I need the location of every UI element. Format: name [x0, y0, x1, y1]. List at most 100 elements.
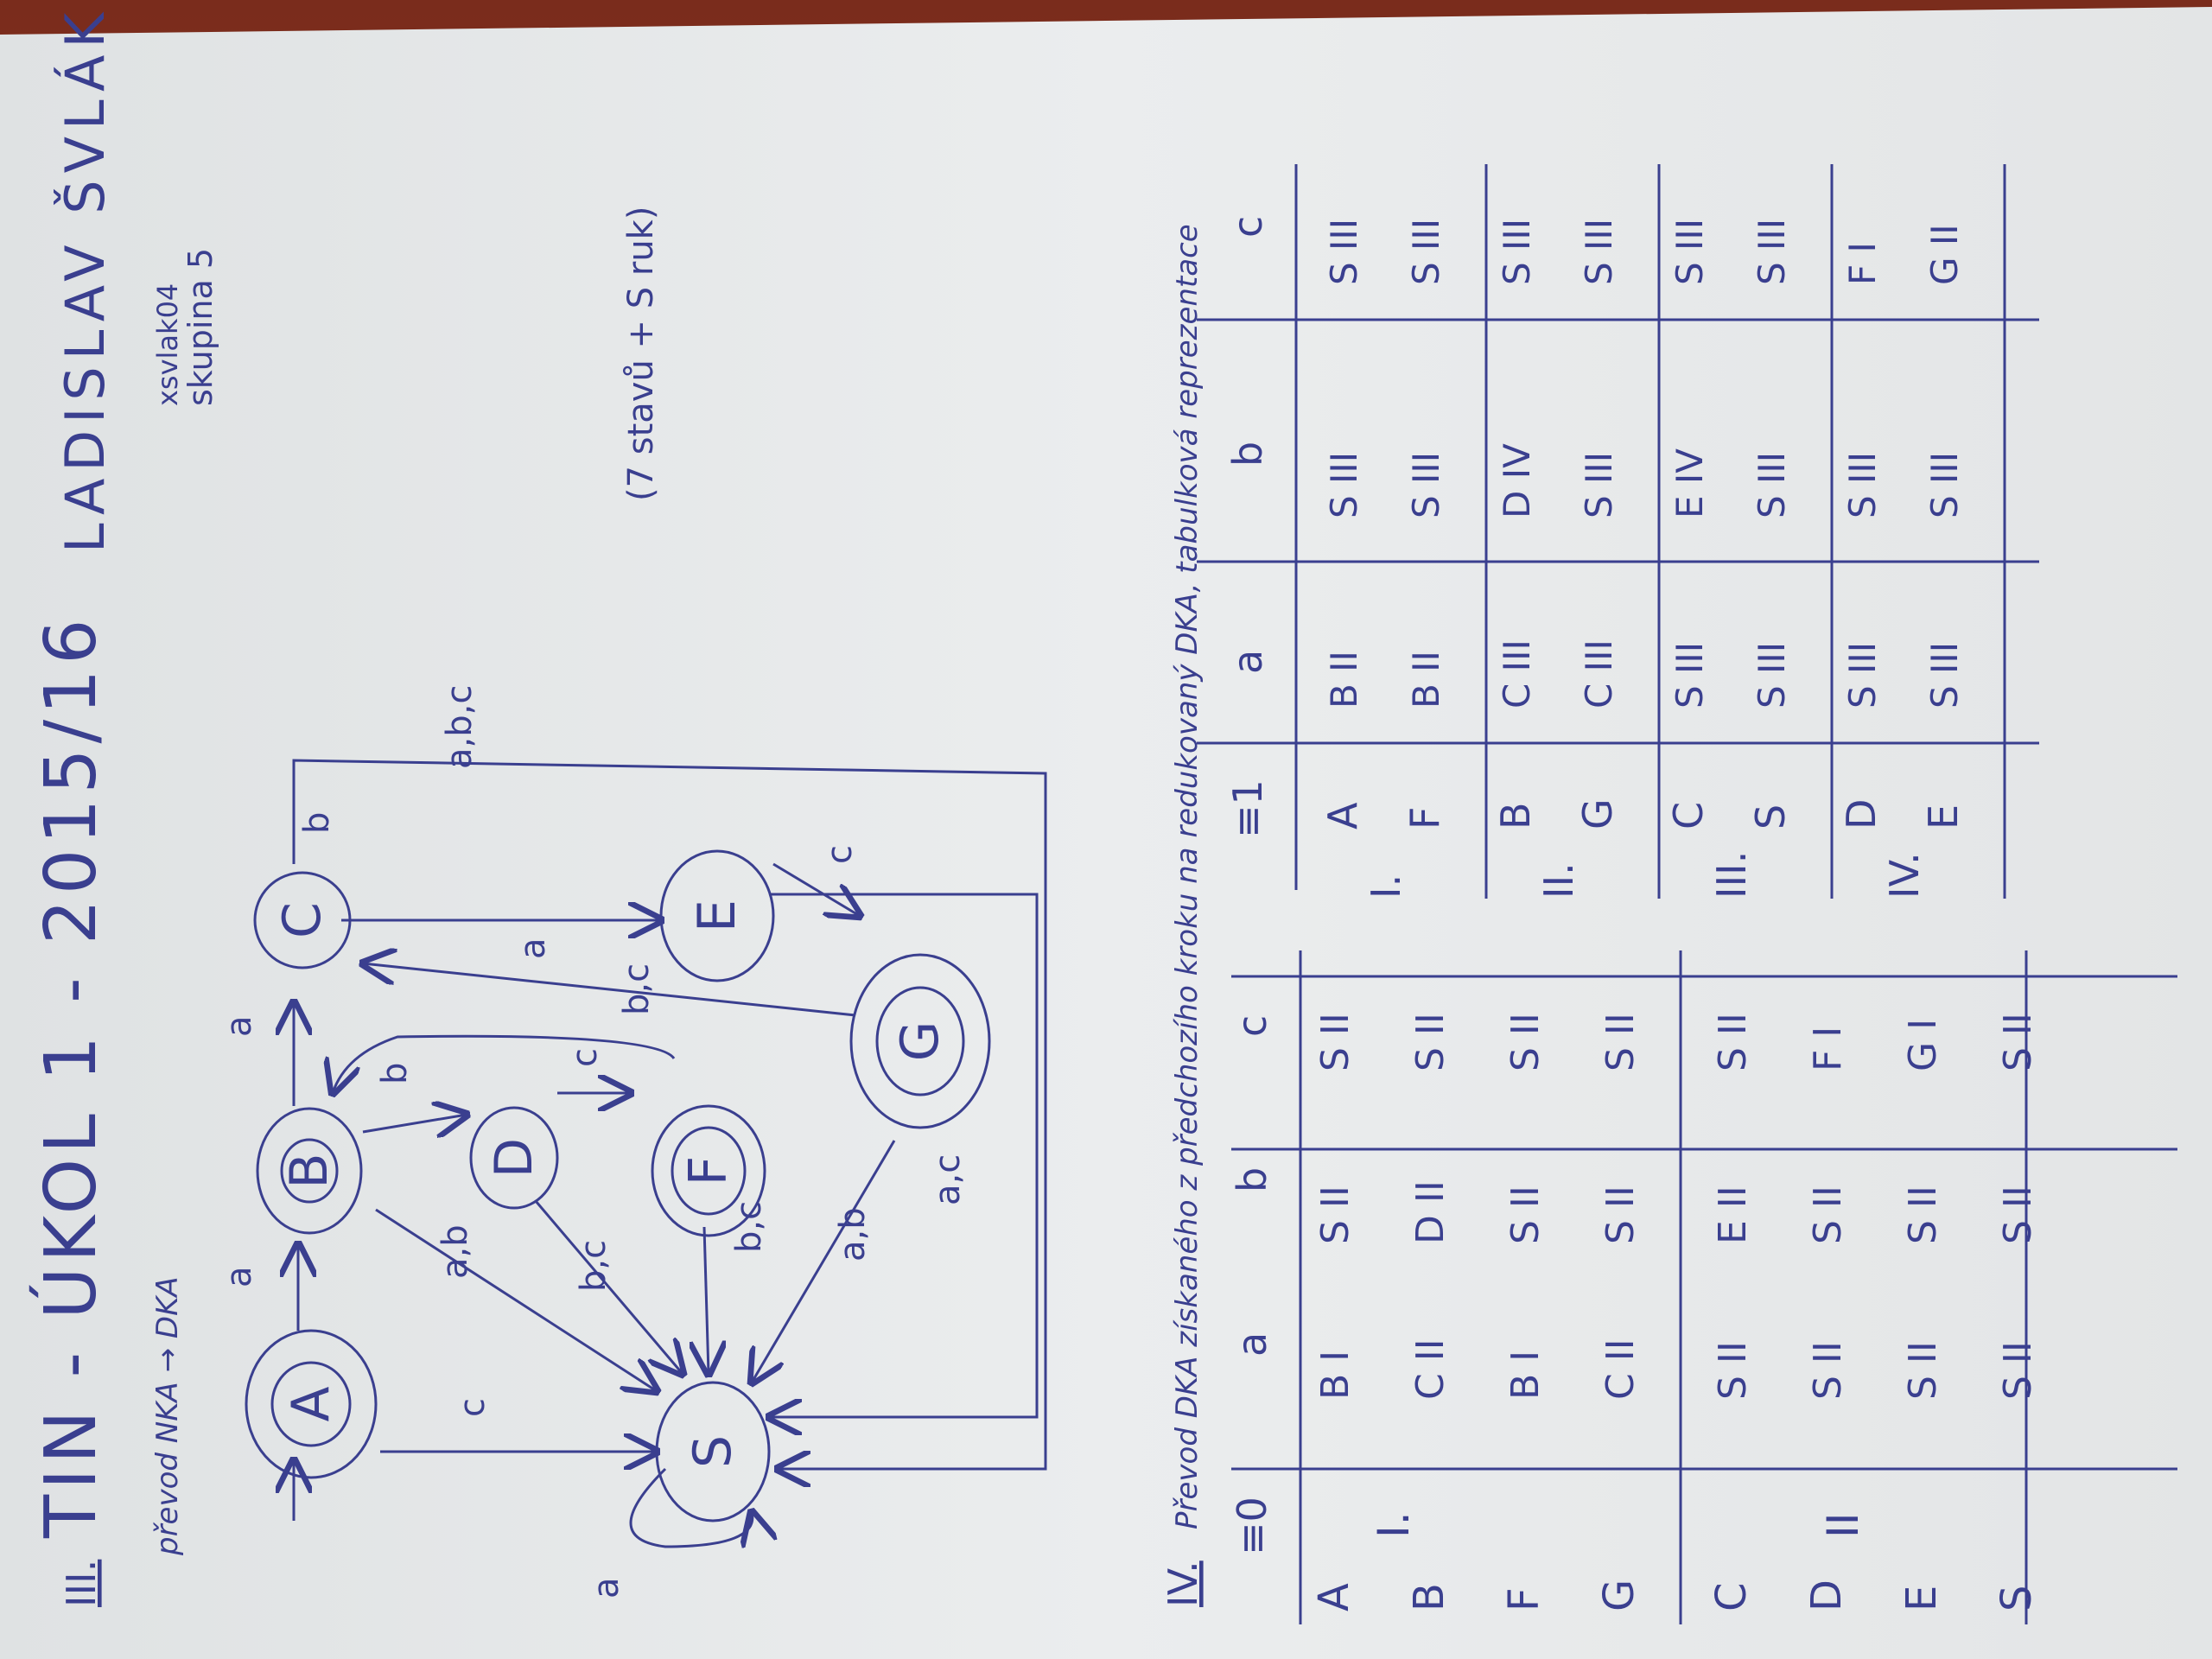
table-left-cell-c: S II — [1503, 1013, 1548, 1071]
table-right-cell-b: D IV — [1496, 443, 1538, 518]
state-label-s: S — [683, 1435, 743, 1468]
state-b-outer — [256, 1107, 363, 1235]
table-right-class-1: II. — [1535, 862, 1582, 899]
table-left-cell-b: S II — [1806, 1185, 1850, 1244]
table-right-header-0: ≡1 — [1224, 779, 1271, 838]
table-right-cell-c: S III — [1751, 219, 1793, 285]
table-right-cell-c: S III — [1405, 219, 1447, 285]
table-left-state-g: G — [1595, 1580, 1643, 1611]
state-s — [655, 1381, 771, 1522]
tables-layer — [1197, 164, 2177, 1624]
edge-g-s — [752, 1140, 896, 1382]
state-e — [659, 849, 775, 982]
state-c — [253, 871, 352, 969]
edge-label-e-g: c — [820, 845, 860, 864]
edge-label-c-s: a,c — [928, 1154, 968, 1205]
edge-s-loop — [629, 1467, 753, 1547]
edge-label-a-b: a — [219, 1266, 259, 1287]
edge-label-c-e: b — [297, 812, 337, 834]
table-right-state-b: B — [1492, 802, 1539, 830]
state-a-inner — [270, 1361, 352, 1447]
table-right-cell-a: S III — [1669, 642, 1711, 709]
table-left-cell-a: C II — [1408, 1338, 1452, 1400]
table-right-cell-b: S III — [1405, 452, 1447, 518]
author-login: xsvlak04 — [151, 283, 184, 406]
table-right-cell-b: E IV — [1669, 448, 1711, 518]
table-right-cell-c: S III — [1323, 219, 1365, 285]
table-left-state-f: F — [1500, 1587, 1548, 1611]
table-right-cell-c: F I — [1841, 242, 1884, 285]
table-left-cell-c: F I — [1806, 1027, 1850, 1071]
table-left-cell-c: S II — [1711, 1013, 1755, 1071]
table-right-header-3: c — [1224, 216, 1271, 238]
table-right-cell-a: S III — [1751, 642, 1793, 709]
state-count-note: (7 stavů + S ruk) — [621, 207, 661, 501]
edge-label-g-c: a — [513, 938, 553, 959]
table-right-state-f: F — [1402, 807, 1448, 830]
edge-label-d-f: c — [565, 1048, 605, 1067]
table-right-cell-a: C III — [1578, 639, 1620, 709]
table-left-cell-b: D II — [1408, 1180, 1452, 1244]
table-left-cell-a: C II — [1599, 1338, 1643, 1400]
table-left-header-3: c — [1229, 1015, 1275, 1037]
table-left-cell-b: S II — [1599, 1185, 1643, 1244]
table-left-cell-a: S II — [1901, 1341, 1945, 1400]
table-left-cell-c: G I — [1901, 1019, 1945, 1071]
table-left-cell-a: S II — [1711, 1341, 1755, 1400]
edge-f-b — [333, 1034, 676, 1093]
table-right-cell-a: B II — [1405, 651, 1447, 709]
table-left-state-a: A — [1310, 1583, 1358, 1611]
section-iii-title: převod NKA → DKA — [150, 1276, 185, 1556]
section-iii-number: III. — [58, 1560, 105, 1607]
table-left-header-0: ≡0 — [1229, 1497, 1275, 1555]
table-left-cell-c: S II — [1599, 1013, 1643, 1071]
table-right-state-a: A — [1319, 802, 1366, 830]
edge-label-b-s: c — [453, 1398, 493, 1417]
edge-label-s-s: a,b,c — [440, 685, 480, 769]
table-right-cell-c: S III — [1578, 219, 1620, 285]
table-right-state-s: S — [1747, 804, 1794, 830]
state-d — [469, 1106, 559, 1210]
state-label-d: D — [484, 1138, 544, 1178]
table-left-cell-a: S II — [1996, 1341, 2040, 1400]
table-right-cell-a: C III — [1496, 639, 1538, 709]
team-number: skupina 5 — [181, 248, 219, 406]
table-left-state-e: E — [1897, 1586, 1946, 1611]
edge-label-f-b: a — [587, 1577, 626, 1599]
section-iv-number: IV. — [1160, 1560, 1206, 1607]
state-label-a: A — [281, 1386, 341, 1421]
section-iv-title: Převod DKA získaného z předchozího kroku… — [1170, 224, 1205, 1529]
state-label-e: E — [687, 899, 747, 932]
state-g-inner — [875, 986, 965, 1096]
table-left-state-b: B — [1405, 1583, 1453, 1611]
edge-b-d — [362, 1115, 467, 1132]
table-right-state-g: G — [1574, 798, 1621, 830]
table-left-header-1: a — [1229, 1332, 1275, 1357]
edge-label-f-s: b,c — [574, 1240, 613, 1292]
table-left-cell-c: S II — [1408, 1013, 1452, 1071]
table-left-cell-c: S II — [1313, 1013, 1357, 1071]
table-right-class-0: I. — [1363, 874, 1409, 899]
table-right-class-2: III. — [1708, 851, 1755, 899]
edge-d-s — [534, 1200, 683, 1374]
edge-g-c — [363, 963, 856, 1017]
table-left-cell-a: S II — [1806, 1341, 1850, 1400]
table-right-cell-a: B II — [1323, 651, 1365, 709]
table-left-state-c: C — [1707, 1582, 1756, 1611]
state-f-inner — [671, 1126, 747, 1216]
edge-f-s — [704, 1226, 709, 1374]
edge-label-b-d: b — [375, 1063, 415, 1084]
table-right-cell-b: S III — [1841, 452, 1884, 518]
edge-e-g — [772, 862, 860, 916]
table-right-state-c: C — [1665, 802, 1712, 830]
edge-label-b-c: a — [219, 1015, 259, 1037]
state-f-outer — [651, 1104, 766, 1237]
table-left-cell-b: S II — [1901, 1185, 1945, 1244]
table-left-cell-b: S II — [1996, 1185, 2040, 1244]
state-b-inner — [280, 1138, 339, 1204]
table-right-cell-a: S III — [1923, 642, 1966, 709]
table-right-header-2: b — [1224, 442, 1271, 467]
